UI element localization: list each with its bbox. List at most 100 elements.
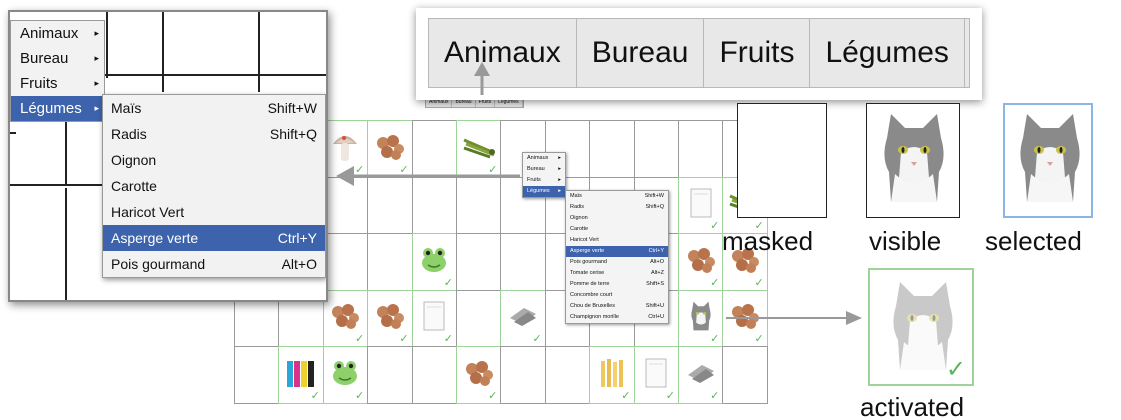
- grid-cell[interactable]: ✓: [500, 289, 546, 348]
- menu-item-fruits[interactable]: Fruits▸: [523, 175, 565, 186]
- menu-item-bureau[interactable]: Bureau: [11, 46, 104, 71]
- menubar-item-bureau[interactable]: Bureau: [452, 97, 476, 107]
- grid-cell[interactable]: ✓: [278, 346, 324, 404]
- grid-cell[interactable]: [411, 176, 457, 235]
- check-icon: ✓: [945, 356, 966, 383]
- check-icon: ✓: [665, 389, 675, 402]
- check-icon: ✓: [710, 276, 720, 289]
- grid-cell[interactable]: ✓: [722, 289, 768, 348]
- submenu-item-concombre-court[interactable]: Concombre court: [566, 290, 668, 301]
- grid-cell[interactable]: ✓: [322, 120, 369, 178]
- menu-item-legumes[interactable]: Légumes: [11, 96, 104, 121]
- grid-cell[interactable]: [455, 233, 502, 291]
- cat-icon: [689, 301, 713, 331]
- grid-cell[interactable]: ✓: [455, 120, 502, 178]
- menubar-item-legumes[interactable]: Légumes: [810, 19, 965, 87]
- grid-cell[interactable]: [367, 346, 413, 404]
- menubar-item-animaux[interactable]: Animaux: [429, 19, 577, 87]
- menubar-item-animaux[interactable]: Animaux: [426, 97, 453, 107]
- menubar-item-legumes[interactable]: Légumes: [495, 97, 523, 107]
- submenu-arrow-icon: ▸: [558, 177, 561, 183]
- paper-icon: [423, 301, 445, 331]
- grid-cell[interactable]: ✓: [367, 120, 413, 178]
- grid-cell[interactable]: [722, 346, 768, 404]
- menu-item-label: Maïs: [111, 100, 142, 116]
- check-icon: ✓: [488, 163, 498, 176]
- grid-cell[interactable]: ✓: [722, 233, 768, 291]
- grid-cell[interactable]: [367, 176, 413, 235]
- grid-cell[interactable]: ✓: [367, 289, 413, 348]
- menu-item-animaux[interactable]: Animaux▸: [523, 153, 565, 164]
- visible-card: [866, 103, 960, 218]
- check-icon: ✓: [443, 333, 453, 346]
- grid-cell[interactable]: ✓: [633, 346, 679, 404]
- grid-cell[interactable]: ✓: [677, 346, 724, 404]
- check-icon: ✓: [710, 333, 720, 346]
- grid-cell[interactable]: ✓: [411, 289, 457, 348]
- grid-cell[interactable]: [234, 346, 280, 404]
- grid-cell[interactable]: ✓: [322, 289, 369, 348]
- grid-cell[interactable]: [411, 346, 457, 404]
- grid-cell[interactable]: [322, 233, 369, 291]
- submenu-item-haricot-vert[interactable]: Haricot Vert: [566, 235, 668, 246]
- nuts-icon: [686, 246, 716, 274]
- submenu-item-oignon[interactable]: Oignon: [566, 213, 668, 224]
- menu-item-label: Haricot Vert: [111, 204, 185, 220]
- grid-cell[interactable]: [633, 120, 679, 178]
- mushroom-icon: [330, 130, 360, 164]
- submenu-arrow-icon: ▸: [558, 166, 561, 172]
- grid-cell[interactable]: ✓: [677, 289, 724, 348]
- menu-item-animaux[interactable]: Animaux: [11, 21, 104, 46]
- grid-cell[interactable]: [367, 233, 413, 291]
- menu-item-label: Pomme de terre: [570, 281, 610, 287]
- submenu-item-haricot-vert[interactable]: Haricot Vert: [103, 199, 325, 225]
- submenu-arrow-icon: ▸: [558, 155, 561, 161]
- masked-card: [737, 103, 827, 218]
- grid-cell[interactable]: ✓: [411, 233, 457, 291]
- menu-item-legumes[interactable]: Légumes▸: [523, 186, 565, 197]
- submenu-item-carotte[interactable]: Carotte: [103, 173, 325, 199]
- menubar-item-bureau[interactable]: Bureau: [577, 19, 705, 87]
- grid-cell[interactable]: ✓: [589, 346, 635, 404]
- grid-cell[interactable]: [322, 176, 369, 235]
- submenu-item-oignon[interactable]: Oignon: [103, 147, 325, 173]
- activated-card: ✓: [868, 268, 974, 386]
- grid-cell[interactable]: [500, 346, 546, 404]
- menu-item-shortcut: Ctrl+Y: [648, 248, 664, 254]
- submenu-item-carotte[interactable]: Carotte: [566, 224, 668, 235]
- grid-cell[interactable]: ✓: [677, 176, 724, 235]
- menubar-item-fruits[interactable]: Fruits: [476, 97, 496, 107]
- grid-cell[interactable]: ✓: [455, 346, 502, 404]
- grid-cell[interactable]: [500, 233, 546, 291]
- menu-item-shortcut: Alt+O: [650, 259, 664, 265]
- menu-item-fruits[interactable]: Fruits: [11, 71, 104, 96]
- cat-icon: [879, 112, 949, 204]
- grid-cell[interactable]: [677, 120, 724, 178]
- check-icon: ✓: [488, 389, 498, 402]
- menu-item-bureau[interactable]: Bureau▸: [523, 164, 565, 175]
- asparagus-icon: [462, 136, 496, 158]
- grid-cell[interactable]: [411, 120, 457, 178]
- grid-cell[interactable]: ✓: [322, 346, 369, 404]
- grid-cell[interactable]: ✓: [677, 233, 724, 291]
- grid-cell[interactable]: [455, 289, 502, 348]
- menu-item-label: Champignon morille: [570, 314, 619, 320]
- grid-cell[interactable]: [455, 176, 502, 235]
- grid-cell[interactable]: [589, 120, 635, 178]
- grid-cell[interactable]: [544, 346, 591, 404]
- menubar-item-fruits[interactable]: Fruits: [704, 19, 811, 87]
